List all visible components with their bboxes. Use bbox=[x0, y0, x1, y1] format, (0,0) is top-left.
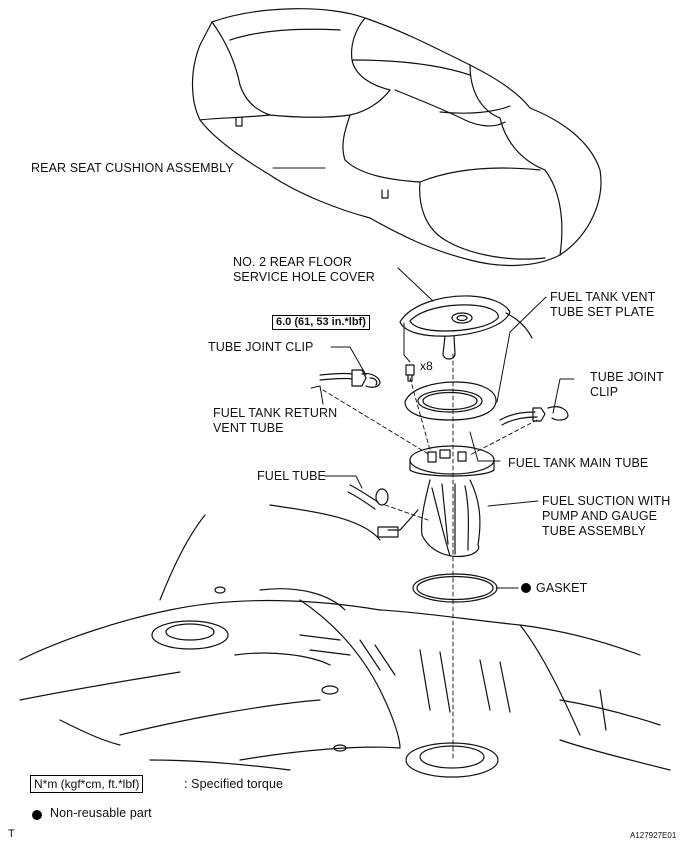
torque-spec-box: 6.0 (61, 53 in.*lbf) bbox=[272, 315, 370, 330]
gasket-drawing bbox=[412, 573, 498, 603]
figure-id: A127927E01 bbox=[630, 831, 677, 840]
fuel-suction-assembly-drawing bbox=[377, 445, 495, 557]
main-tube-drawing bbox=[499, 406, 569, 426]
return-vent-tube-drawing bbox=[319, 369, 381, 388]
label-tube-joint-clip-right-line1: TUBE JOINT bbox=[590, 370, 664, 384]
label-vent-plate-line2: TUBE SET PLATE bbox=[550, 305, 655, 319]
label-tube-joint-clip-right-line2: CLIP bbox=[590, 385, 619, 399]
label-rear-seat-cushion: REAR SEAT CUSHION ASSEMBLY bbox=[31, 161, 234, 175]
label-leaders bbox=[272, 167, 575, 589]
non-reusable-marker-gasket bbox=[521, 583, 531, 593]
label-bolt-quantity: x8 bbox=[420, 359, 433, 373]
label-vent-plate-line1: FUEL TANK VENT bbox=[550, 290, 656, 304]
service-hole-cover-drawing bbox=[399, 295, 533, 360]
rear-seat-cushion-drawing bbox=[191, 8, 602, 267]
vent-tube-set-plate-drawing bbox=[404, 381, 497, 421]
label-service-cover-line1: NO. 2 REAR FLOOR bbox=[233, 255, 352, 269]
bolt-drawing bbox=[405, 364, 415, 382]
label-fuel-tube: FUEL TUBE bbox=[257, 469, 326, 483]
label-fuel-tank-main-tube: FUEL TANK MAIN TUBE bbox=[508, 456, 649, 470]
label-fuel-suction-line1: FUEL SUCTION WITH bbox=[542, 494, 671, 508]
legend-non-reusable-text: Non-reusable part bbox=[50, 806, 152, 820]
floor-pan-drawing bbox=[19, 504, 671, 778]
label-fuel-suction-line3: TUBE ASSEMBLY bbox=[542, 524, 646, 538]
label-return-vent-tube-line2: VENT TUBE bbox=[213, 421, 284, 435]
label-gasket: GASKET bbox=[536, 581, 588, 595]
footer-left-mark: T bbox=[8, 828, 15, 840]
fuel-tube-drawing bbox=[347, 484, 389, 510]
legend-torque-text: : Specified torque bbox=[184, 777, 284, 791]
legend-torque-units: N*m (kgf*cm, ft.*lbf) bbox=[30, 775, 144, 793]
assembly-centerlines bbox=[322, 353, 538, 761]
legend-non-reusable-dot bbox=[32, 810, 42, 820]
label-fuel-suction-line2: PUMP AND GAUGE bbox=[542, 509, 658, 523]
label-return-vent-tube-line1: FUEL TANK RETURN bbox=[213, 406, 338, 420]
label-service-cover-line2: SERVICE HOLE COVER bbox=[233, 270, 375, 284]
label-tube-joint-clip-left: TUBE JOINT CLIP bbox=[208, 340, 314, 354]
